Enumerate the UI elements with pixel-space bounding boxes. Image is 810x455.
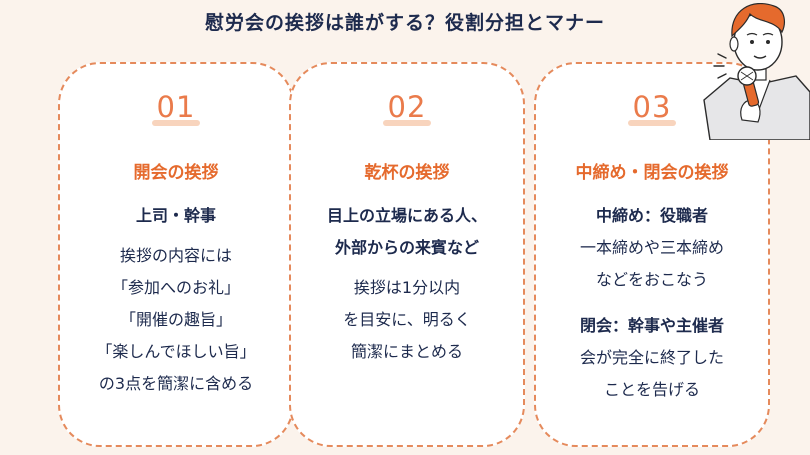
body-line: 一本締めや三本締め xyxy=(579,238,724,257)
role-line: 目上の立場にある人、 xyxy=(326,206,487,225)
number-underline xyxy=(383,120,431,126)
body-line: などをおこなう xyxy=(595,270,708,289)
number-underline xyxy=(628,120,676,126)
body-line: 挨拶の内容には xyxy=(119,246,232,265)
body-line: 「楽しんでほしい旨」 xyxy=(96,342,256,361)
body-line: 簡潔にまとめる xyxy=(350,342,463,361)
section-title: 中締め：役職者 xyxy=(595,206,708,225)
card-toast-speech: 02 乾杯の挨拶 目上の立場にある人、 外部からの来賓など 挨拶は1分以内 を目… xyxy=(289,62,525,447)
presenter-with-microphone-illustration xyxy=(703,2,810,140)
body-line: を目安に、明るく xyxy=(343,310,471,329)
section-title: 閉会：幹事や主催者 xyxy=(579,316,724,335)
card-heading: 中締め・閉会の挨拶 xyxy=(575,163,729,183)
card-section-nakajime: 中締め：役職者 一本締めや三本締め などをおこなう xyxy=(536,200,768,296)
card-heading: 開会の挨拶 xyxy=(133,163,219,183)
number-underline xyxy=(152,120,200,126)
role-line: 外部からの来賓など xyxy=(334,238,479,257)
page-title: 慰労会の挨拶は誰がする？役割分担とマナー xyxy=(204,12,605,34)
card-number: 02 xyxy=(387,90,427,124)
role-text: 上司・幹事 xyxy=(135,206,216,225)
body-line: ことを告げる xyxy=(603,380,700,399)
body-line: 「参加へのお礼」 xyxy=(111,278,240,297)
body-line: 会が完全に終了した xyxy=(579,348,724,367)
body-line: 「開催の趣旨」 xyxy=(119,310,232,329)
card-number: 03 xyxy=(632,90,672,124)
body-line: 挨拶は1分以内 xyxy=(353,278,461,297)
card-body: 挨拶は1分以内 を目安に、明るく 簡潔にまとめる xyxy=(291,272,523,368)
card-body: 挨拶の内容には 「参加へのお礼」 「開催の趣旨」 「楽しんでほしい旨」 の3点を… xyxy=(60,240,292,400)
body-line: の3点を簡潔に含める xyxy=(98,374,254,393)
card-section-heikai: 閉会：幹事や主催者 会が完全に終了した ことを告げる xyxy=(536,310,768,406)
card-opening-speech: 01 開会の挨拶 上司・幹事 挨拶の内容には 「参加へのお礼」 「開催の趣旨」 … xyxy=(58,62,294,447)
card-role: 上司・幹事 xyxy=(60,200,292,232)
card-heading: 乾杯の挨拶 xyxy=(364,163,450,183)
card-number: 01 xyxy=(156,90,196,124)
card-role: 目上の立場にある人、 外部からの来賓など xyxy=(291,200,523,264)
